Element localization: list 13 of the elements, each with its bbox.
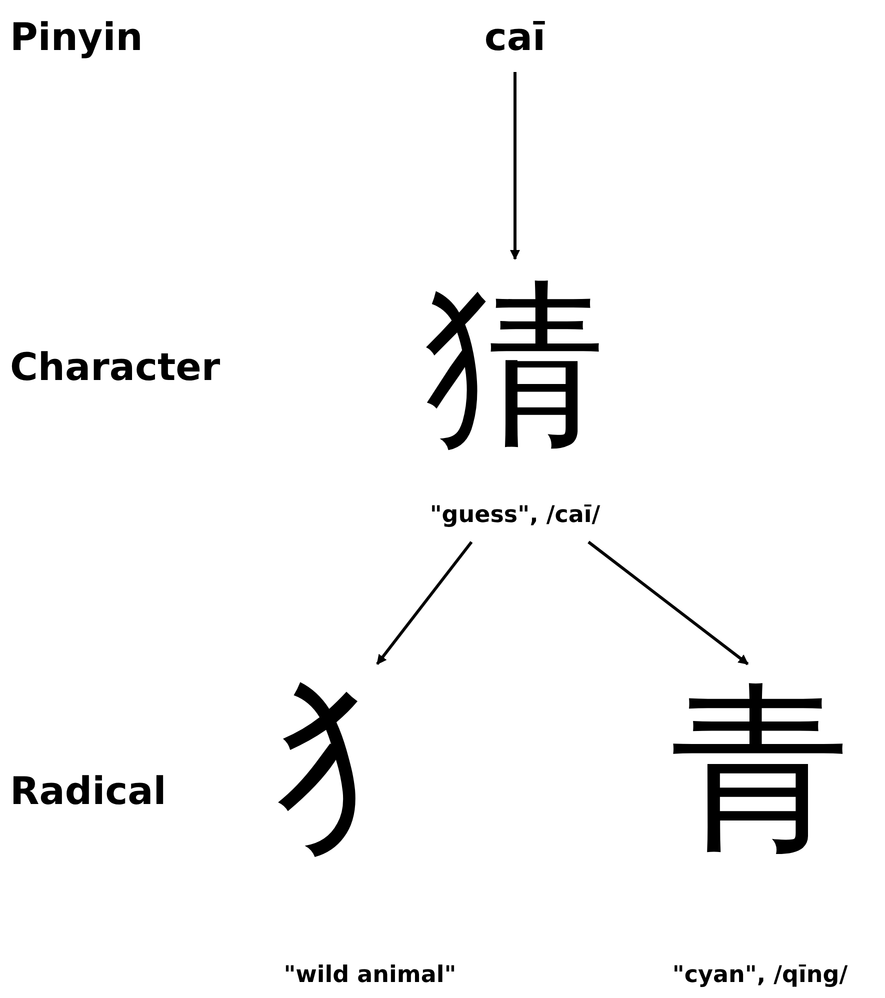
pinyin-text: caī [484,14,546,60]
chinese-character: 猜 [425,265,605,465]
arrow [588,540,749,666]
row-label: Pinyin [10,14,143,60]
arrow [376,541,473,665]
arrow [510,72,520,260]
chinese-character: 青 [670,670,850,870]
meaning-label: "wild animal" [284,961,456,990]
row-label: Character [10,344,220,390]
meaning-label: "guess", /caī/ [430,501,600,530]
chinese-character: 犭 [280,670,460,870]
meaning-label: "cyan", /qīng/ [672,961,848,990]
row-label: Radical [10,768,166,814]
